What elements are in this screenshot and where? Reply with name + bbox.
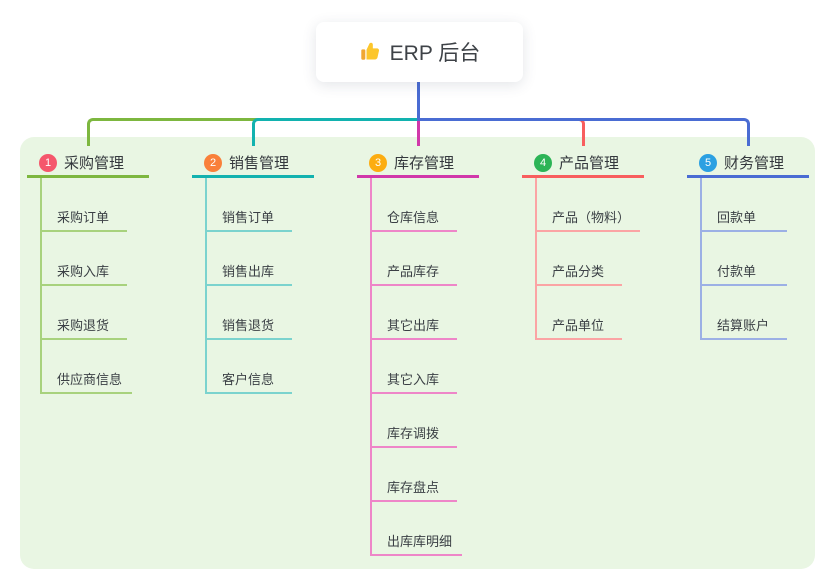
- child-topic-label: 库存盘点: [387, 480, 440, 495]
- child-topic-label: 产品分类: [552, 264, 605, 279]
- child-topic-label: 付款单: [717, 264, 757, 279]
- branch-number-badge: 1: [39, 153, 57, 172]
- branch-connector: [252, 118, 420, 146]
- child-topic[interactable]: 采购入库: [42, 232, 127, 286]
- branch-topic-label: 产品管理: [559, 155, 620, 172]
- child-topic-label: 产品（物料）: [552, 210, 631, 225]
- child-topic[interactable]: 销售退货: [207, 286, 292, 340]
- child-topic[interactable]: 供应商信息: [42, 340, 133, 394]
- child-topic-label: 采购订单: [57, 210, 110, 225]
- branch-number-badge: 5: [699, 153, 717, 172]
- branch-topic[interactable]: 5 财务管理: [687, 145, 809, 178]
- child-topic-label: 产品单位: [552, 318, 605, 333]
- branch-number-badge: 2: [204, 153, 222, 172]
- child-topic[interactable]: 回款单: [702, 178, 787, 232]
- child-topic[interactable]: 出库库明细: [372, 502, 463, 556]
- child-topic[interactable]: 库存盘点: [372, 448, 457, 502]
- child-topic[interactable]: 产品单位: [537, 286, 622, 340]
- child-topic-label: 其它入库: [387, 372, 440, 387]
- child-topic[interactable]: 销售订单: [207, 178, 292, 232]
- child-topic[interactable]: 产品（物料）: [537, 178, 641, 232]
- branch-topic-label: 销售管理: [229, 155, 290, 172]
- child-topic[interactable]: 其它出库: [372, 286, 457, 340]
- child-topic[interactable]: 付款单: [702, 232, 787, 286]
- child-topic-label: 其它出库: [387, 318, 440, 333]
- child-topic-label: 销售订单: [222, 210, 275, 225]
- child-topic[interactable]: 产品分类: [537, 232, 622, 286]
- root-topic-label: ERP 后台: [389, 42, 481, 65]
- branch-children: 采购订单采购入库采购退货供应商信息: [40, 178, 133, 394]
- branches-panel: [20, 137, 815, 569]
- child-topic-label: 出库库明细: [387, 534, 453, 549]
- child-topic-label: 采购退货: [57, 318, 110, 333]
- child-topic-label: 客户信息: [222, 372, 275, 387]
- child-topic-label: 结算账户: [717, 318, 770, 333]
- branch: 3 库存管理 仓库信息产品库存其它出库其它入库库存调拨库存盘点出库库明细: [357, 145, 479, 556]
- branch-topic-label: 采购管理: [64, 155, 125, 172]
- child-topic-label: 供应商信息: [57, 372, 123, 387]
- branch: 4 产品管理 产品（物料） 产品分类产品单位: [522, 145, 644, 340]
- child-topic-label: 仓库信息: [387, 210, 440, 225]
- child-topic[interactable]: 其它入库: [372, 340, 457, 394]
- child-topic[interactable]: 结算账户: [702, 286, 787, 340]
- child-topic-label: 产品库存: [387, 264, 440, 279]
- branch-connector: [417, 118, 750, 146]
- branch-topic[interactable]: 4 产品管理: [522, 145, 644, 178]
- child-topic[interactable]: 采购订单: [42, 178, 127, 232]
- branch-number-badge: 4: [534, 153, 552, 172]
- branch: 2 销售管理 销售订单销售出库销售退货客户信息: [192, 145, 314, 394]
- branch-children: 销售订单销售出库销售退货客户信息: [205, 178, 292, 394]
- root-topic[interactable]: ERP 后台: [316, 22, 523, 82]
- child-topic-label: 库存调拨: [387, 426, 440, 441]
- branch-topic[interactable]: 1 采购管理: [27, 145, 149, 178]
- child-topic[interactable]: 库存调拨: [372, 394, 457, 448]
- branch-topic[interactable]: 2 销售管理: [192, 145, 314, 178]
- branch-connector: [417, 121, 420, 146]
- child-topic[interactable]: 采购退货: [42, 286, 127, 340]
- branch-topic[interactable]: 3 库存管理: [357, 145, 479, 178]
- branch: 5 财务管理 回款单付款单结算账户: [687, 145, 809, 340]
- branch-topic-label: 库存管理: [394, 155, 455, 172]
- child-topic[interactable]: 销售出库: [207, 232, 292, 286]
- child-topic-label: 回款单: [717, 210, 757, 225]
- branch-topic-label: 财务管理: [724, 155, 785, 172]
- root-connector: [417, 82, 420, 121]
- child-topic-label: 销售出库: [222, 264, 275, 279]
- branch-number-badge: 3: [369, 153, 387, 172]
- child-topic-label: 销售退货: [222, 318, 275, 333]
- branch: 1 采购管理 采购订单采购入库采购退货供应商信息: [27, 145, 149, 394]
- thumbs-up-icon: [359, 41, 381, 63]
- child-topic-label: 采购入库: [57, 264, 110, 279]
- branch-children: 回款单付款单结算账户: [700, 178, 787, 340]
- child-topic[interactable]: 仓库信息: [372, 178, 457, 232]
- child-topic[interactable]: 客户信息: [207, 340, 292, 394]
- child-topic[interactable]: 产品库存: [372, 232, 457, 286]
- branch-children: 仓库信息产品库存其它出库其它入库库存调拨库存盘点出库库明细: [370, 178, 463, 556]
- branch-children: 产品（物料） 产品分类产品单位: [535, 178, 641, 340]
